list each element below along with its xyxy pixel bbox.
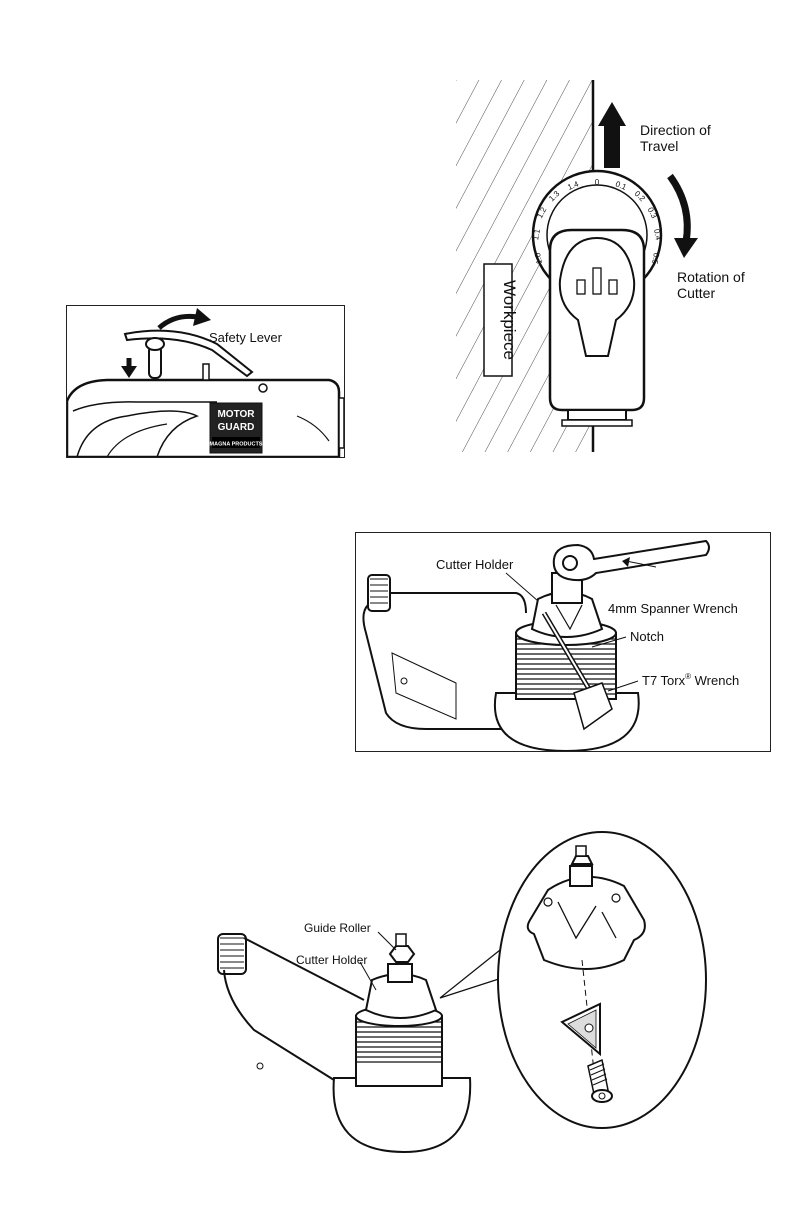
wrench-figure: Cutter Holder 4mm Spanner Wrench Notch T…: [355, 532, 771, 752]
wrench-illustration: Cutter Holder 4mm Spanner Wrench Notch T…: [356, 533, 770, 751]
up-arrow-icon: [598, 102, 626, 126]
cutter-holder-label-2: Cutter Holder: [296, 953, 367, 967]
guide-roller-illustration: Guide Roller Cutter Holder: [204, 830, 764, 1160]
rotation-arrow-icon: [670, 176, 687, 242]
direction-illustration: Workpiece 0 1.4 1.3 1.2 1.1 1.0 0.1 0.2 …: [456, 80, 776, 452]
safety-lever-label: Safety Lever: [209, 330, 283, 345]
direction-figure: Workpiece 0 1.4 1.3 1.2 1.1 1.0 0.1 0.2 …: [456, 80, 776, 452]
guide-roller-figure: Guide Roller Cutter Holder: [204, 830, 764, 1160]
workpiece-label: Workpiece: [500, 280, 519, 360]
guide-roller-label: Guide Roller: [304, 921, 371, 935]
guide-roller-nut-icon: [390, 946, 414, 962]
dial-tick-0: 0: [595, 178, 600, 187]
cutter-holder-label: Cutter Holder: [436, 557, 514, 572]
direction-of-travel-label-2: Travel: [640, 138, 678, 154]
safety-lever-illustration: MOTOR GUARD MAGNA PRODUCTS Safety Lever: [67, 306, 344, 457]
direction-of-travel-label-1: Direction of: [640, 122, 711, 138]
svg-text:MAGNA PRODUCTS: MAGNA PRODUCTS: [210, 442, 263, 448]
spanner-wrench-label: 4mm Spanner Wrench: [608, 601, 738, 616]
rotation-of-cutter-label-2: Cutter: [677, 285, 715, 301]
svg-text:MOTOR: MOTOR: [217, 409, 255, 420]
motorguard-logo: MOTOR GUARD MAGNA PRODUCTS: [210, 403, 263, 453]
svg-text:GUARD: GUARD: [218, 422, 255, 433]
torx-wrench-label: T7 Torx® Wrench: [642, 672, 739, 688]
rotation-of-cutter-label-1: Rotation of: [677, 269, 745, 285]
screw-icon: [259, 384, 267, 392]
safety-lever-figure: MOTOR GUARD MAGNA PRODUCTS Safety Lever: [66, 305, 345, 458]
notch-label: Notch: [630, 629, 664, 644]
